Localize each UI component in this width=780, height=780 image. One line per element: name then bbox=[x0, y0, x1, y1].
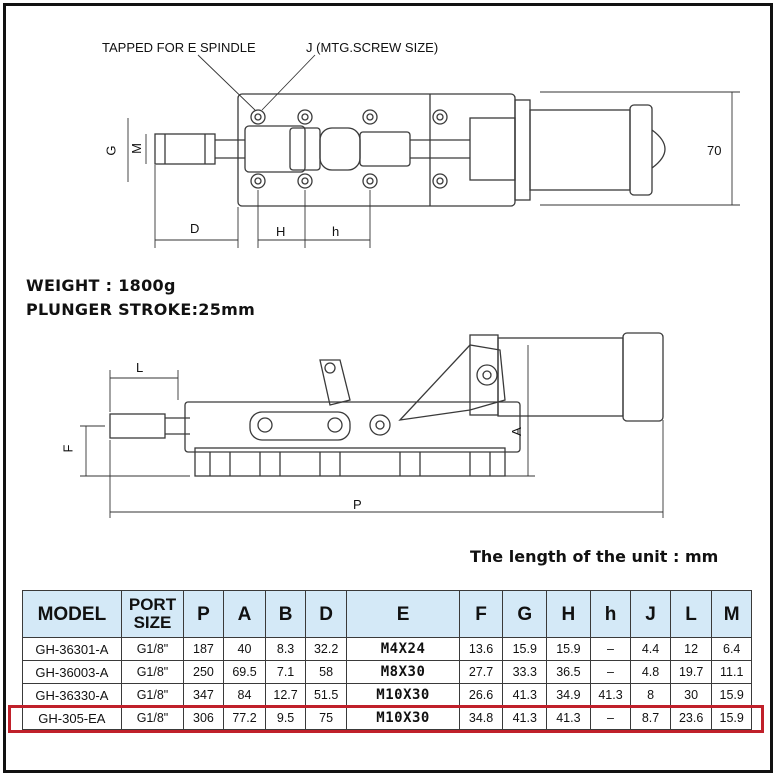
header-A: A bbox=[222, 590, 267, 638]
header-M: M bbox=[711, 590, 752, 638]
cell-B: 8.3 bbox=[265, 637, 306, 661]
header-H: H bbox=[546, 590, 591, 638]
dim-70-label: 70 bbox=[707, 143, 722, 158]
cell-h: – bbox=[589, 660, 632, 684]
cell-port-size: G1/8" bbox=[120, 683, 185, 707]
cell-J: 4.4 bbox=[630, 637, 671, 661]
cell-G: 33.3 bbox=[502, 660, 548, 684]
spec-table: MODEL PORT SIZE P A B D E F G H h J L M … bbox=[22, 590, 752, 730]
cell-H: 41.3 bbox=[546, 706, 591, 730]
cell-port-size: G1/8" bbox=[120, 660, 185, 684]
clamp-technical-drawing bbox=[80, 54, 740, 518]
cell-D: 32.2 bbox=[304, 637, 348, 661]
table-row: GH-36330-A G1/8" 347 84 12.7 51.5 M10X30… bbox=[22, 683, 752, 707]
cell-h: 41.3 bbox=[589, 683, 632, 707]
cell-P: 306 bbox=[183, 706, 224, 730]
cell-E: M8X30 bbox=[346, 660, 460, 684]
header-J: J bbox=[630, 590, 671, 638]
cell-J: 8 bbox=[630, 683, 671, 707]
dim-L-label: L bbox=[136, 360, 144, 375]
cell-port-size: G1/8" bbox=[120, 706, 185, 730]
header-port-size: PORT SIZE bbox=[120, 590, 185, 638]
cell-h: – bbox=[589, 637, 632, 661]
dim-D-label: D bbox=[190, 221, 200, 236]
plunger-stroke-spec: PLUNGER STROKE:25mm bbox=[26, 300, 256, 319]
table-row-highlighted: GH-305-EA G1/8" 306 77.2 9.5 75 M10X30 3… bbox=[22, 706, 752, 730]
cell-D: 58 bbox=[304, 660, 348, 684]
mounting-screw-callout: J (MTG.SCREW SIZE) bbox=[306, 40, 439, 55]
header-model: MODEL bbox=[22, 590, 122, 638]
cell-model: GH-36330-A bbox=[22, 683, 122, 707]
highlighted-row-outline bbox=[8, 705, 764, 733]
cell-h: – bbox=[589, 706, 632, 730]
cell-J: 4.8 bbox=[630, 660, 671, 684]
dim-h-label: h bbox=[332, 224, 340, 239]
cell-P: 187 bbox=[183, 637, 224, 661]
header-D: D bbox=[304, 590, 348, 638]
cell-E: M10X30 bbox=[346, 706, 460, 730]
header-F: F bbox=[458, 590, 504, 638]
cell-F: 34.8 bbox=[458, 706, 504, 730]
cell-port-size: G1/8" bbox=[120, 637, 185, 661]
dim-G-label: G bbox=[103, 145, 119, 156]
spindle-callout: TAPPED FOR E SPINDLE bbox=[102, 40, 256, 55]
cell-P: 250 bbox=[183, 660, 224, 684]
cell-F: 13.6 bbox=[458, 637, 504, 661]
cell-M: 15.9 bbox=[711, 683, 752, 707]
cell-model: GH-36003-A bbox=[22, 660, 122, 684]
cell-A: 40 bbox=[222, 637, 267, 661]
cell-L: 30 bbox=[669, 683, 713, 707]
cell-E: M10X30 bbox=[346, 683, 460, 707]
header-G: G bbox=[502, 590, 548, 638]
cell-H: 15.9 bbox=[546, 637, 591, 661]
dim-A-label: A bbox=[508, 427, 524, 436]
table-header-row: MODEL PORT SIZE P A B D E F G H h J L M bbox=[22, 590, 752, 638]
cell-model: GH-36301-A bbox=[22, 637, 122, 661]
header-L: L bbox=[669, 590, 713, 638]
cell-H: 36.5 bbox=[546, 660, 591, 684]
cell-D: 51.5 bbox=[304, 683, 348, 707]
dim-H-label: H bbox=[276, 224, 286, 239]
dim-F-label: F bbox=[60, 444, 76, 453]
cell-M: 15.9 bbox=[711, 706, 752, 730]
page-frame bbox=[3, 3, 773, 773]
header-E: E bbox=[346, 590, 460, 638]
units-note: The length of the unit : mm bbox=[470, 547, 719, 566]
cell-E: M4X24 bbox=[346, 637, 460, 661]
cell-A: 69.5 bbox=[222, 660, 267, 684]
cell-G: 41.3 bbox=[502, 683, 548, 707]
cell-B: 7.1 bbox=[265, 660, 306, 684]
header-B: B bbox=[265, 590, 306, 638]
cell-A: 77.2 bbox=[222, 706, 267, 730]
dim-P-label: P bbox=[353, 497, 362, 512]
cell-G: 15.9 bbox=[502, 637, 548, 661]
header-h: h bbox=[589, 590, 632, 638]
cell-M: 11.1 bbox=[711, 660, 752, 684]
cell-H: 34.9 bbox=[546, 683, 591, 707]
cell-F: 26.6 bbox=[458, 683, 504, 707]
cell-L: 19.7 bbox=[669, 660, 713, 684]
cell-L: 12 bbox=[669, 637, 713, 661]
cell-L: 23.6 bbox=[669, 706, 713, 730]
dim-M-label: M bbox=[128, 143, 144, 154]
cell-B: 12.7 bbox=[265, 683, 306, 707]
weight-spec: WEIGHT : 1800g bbox=[26, 276, 176, 295]
cell-A: 84 bbox=[222, 683, 267, 707]
header-P: P bbox=[183, 590, 224, 638]
table-row: GH-36003-A G1/8" 250 69.5 7.1 58 M8X30 2… bbox=[22, 660, 752, 684]
cell-F: 27.7 bbox=[458, 660, 504, 684]
cell-M: 6.4 bbox=[711, 637, 752, 661]
cell-P: 347 bbox=[183, 683, 224, 707]
table-row: GH-36301-A G1/8" 187 40 8.3 32.2 M4X24 1… bbox=[22, 637, 752, 661]
cell-D: 75 bbox=[304, 706, 348, 730]
